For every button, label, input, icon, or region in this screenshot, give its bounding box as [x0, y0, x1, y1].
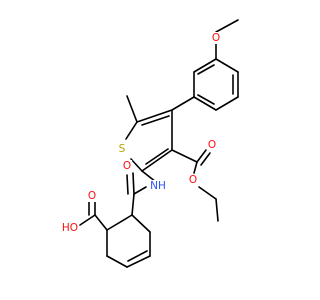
bond	[171, 149, 198, 163]
bond	[200, 152, 211, 166]
atom-label-o-ester: O	[189, 174, 197, 186]
bond	[130, 158, 143, 172]
bond	[215, 58, 239, 73]
bond	[133, 186, 147, 195]
bond	[215, 19, 239, 33]
atom-layer: O S O O NH O O HO	[60, 32, 222, 234]
bond	[193, 58, 217, 73]
bond	[127, 250, 148, 262]
atom-label-oh-acid: HO	[62, 222, 78, 234]
atom-label-o-ester-carbonyl: O	[208, 139, 216, 151]
bond	[198, 186, 217, 200]
bond	[215, 96, 239, 111]
molecule-structure: O S O O NH O O HO	[60, 19, 239, 268]
atom-label-background	[187, 174, 199, 186]
atom-label-o-amide: O	[123, 160, 131, 172]
bond	[145, 148, 169, 165]
atom-label-o-acid-carbonyl: O	[88, 190, 96, 202]
atom-label-nh-amide: NH	[150, 180, 166, 192]
atom-label-background	[60, 222, 80, 234]
atom-label-o-methoxy: O	[212, 32, 220, 44]
atom-label-s-thiophene: S	[119, 143, 126, 155]
bond	[215, 198, 219, 222]
bond	[126, 95, 138, 123]
bond	[79, 214, 96, 226]
bond	[193, 96, 217, 111]
bond	[171, 96, 195, 111]
bond	[106, 255, 128, 268]
bond	[131, 214, 151, 233]
bond	[136, 109, 173, 123]
atom-label-background	[149, 180, 167, 192]
bond	[193, 161, 198, 174]
bond	[196, 149, 207, 163]
atom-label-background	[121, 160, 133, 172]
atom-label-background	[86, 190, 98, 202]
bond	[94, 214, 108, 231]
bond	[125, 121, 138, 140]
bond	[106, 214, 133, 231]
atom-label-background	[117, 143, 127, 155]
atom-label-background	[206, 139, 218, 151]
bond-layer	[79, 19, 239, 268]
bond	[197, 94, 215, 105]
bond	[141, 149, 173, 172]
bond	[131, 193, 135, 216]
bond	[126, 255, 151, 268]
bond	[141, 115, 170, 126]
bond	[132, 172, 135, 195]
bond	[126, 174, 129, 195]
bond	[197, 64, 215, 75]
atom-label-background	[210, 32, 222, 44]
